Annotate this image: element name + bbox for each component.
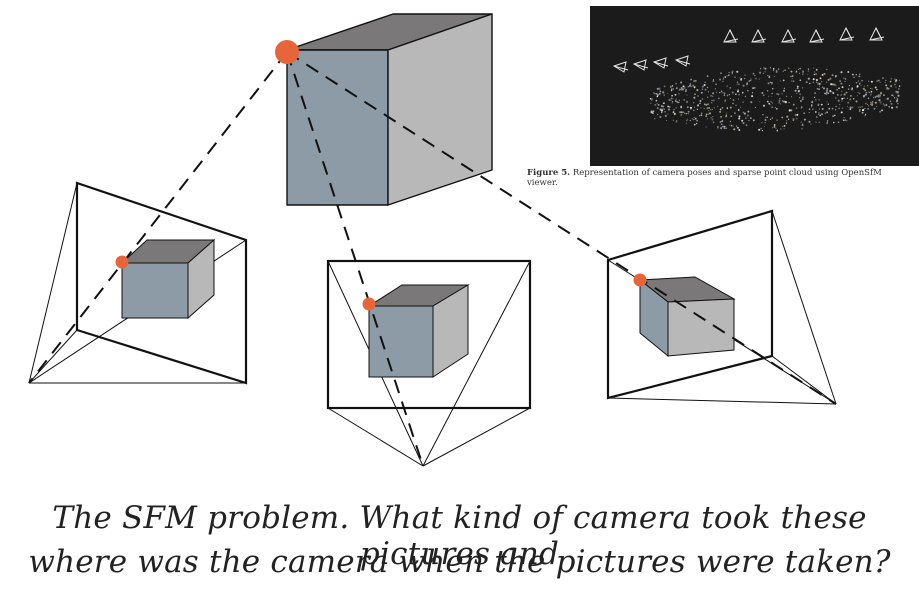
- ray-left: [28, 51, 288, 384]
- caption-line-1: The SFM problem. What kind of camera too…: [52, 500, 867, 572]
- figure-text-2: viewer.: [527, 178, 558, 188]
- scene-point-marker: [275, 40, 299, 64]
- right-image-cube: [638, 276, 736, 358]
- sparse-point-cloud: [649, 67, 901, 132]
- opensfm-viewer-image: [590, 6, 919, 166]
- left-image-cube: [120, 238, 216, 320]
- main-cube-side: [387, 13, 493, 206]
- middle-projection-marker: [362, 297, 376, 311]
- figure-label: Figure 5.: [527, 168, 571, 178]
- ray-right: [286, 51, 837, 405]
- right-projection-marker: [633, 273, 647, 287]
- camera-frustum-icons: [612, 26, 885, 73]
- figure-text: Representation of camera poses and spars…: [572, 168, 882, 178]
- inset-figure-caption: Figure 5. Representation of camera poses…: [527, 168, 919, 188]
- projection-rays: [28, 51, 837, 467]
- main-cube-front: [286, 49, 389, 206]
- caption-line-2: where was the camera when the pictures w…: [28, 544, 891, 580]
- middle-image-cube: [367, 284, 470, 378]
- ray-middle: [286, 51, 424, 467]
- left-projection-marker: [115, 255, 129, 269]
- main-cube: [286, 13, 493, 206]
- middle-image-plane: [326, 259, 532, 410]
